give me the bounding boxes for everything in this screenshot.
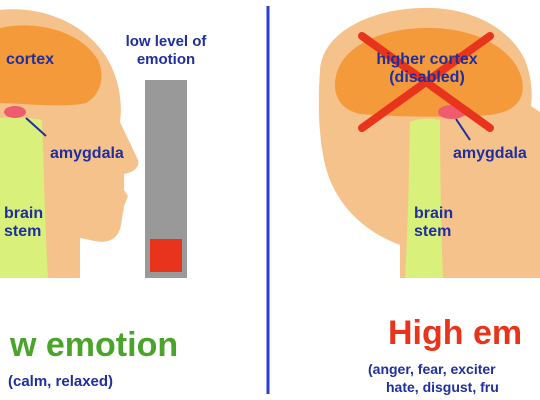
left-brain-stem (0, 117, 48, 278)
right-subtitle-line-1: (anger, fear, exciter (368, 361, 496, 377)
meter-label-line-1: low level of (126, 33, 208, 50)
right-panel: higher cortex (disabled) amygdala brain … (318, 7, 540, 395)
right-amygdala-pointer (455, 118, 471, 141)
left-subtitle: (calm, relaxed) (8, 373, 113, 390)
left-amygdala-label: amygdala (50, 145, 124, 162)
left-amygdala (4, 106, 26, 118)
right-cortex-label-1: higher cortex (376, 51, 477, 68)
right-brain-stem (405, 118, 443, 278)
left-cortex (0, 25, 102, 106)
left-brain-stem-label-1: brain (4, 205, 43, 222)
left-amygdala-pointer (25, 117, 47, 137)
right-cortex-label-2: (disabled) (389, 69, 465, 86)
right-subtitle-line-2: hate, disgust, fru (386, 379, 499, 395)
emotion-meter-fill (150, 239, 182, 272)
right-amygdala-label: amygdala (453, 145, 527, 162)
left-title: w emotion (9, 326, 178, 364)
left-cortex-label: cortex (6, 51, 54, 68)
left-brain-stem-label-2: stem (4, 223, 41, 240)
left-panel: cortex amygdala brain stem low level of … (0, 9, 207, 390)
right-title: High em (388, 314, 522, 352)
right-brain-stem-label-2: stem (414, 223, 451, 240)
right-brain-stem-label-1: brain (414, 205, 453, 222)
meter-label-line-2: emotion (137, 51, 195, 68)
cortex-cross-line-2 (358, 32, 494, 132)
